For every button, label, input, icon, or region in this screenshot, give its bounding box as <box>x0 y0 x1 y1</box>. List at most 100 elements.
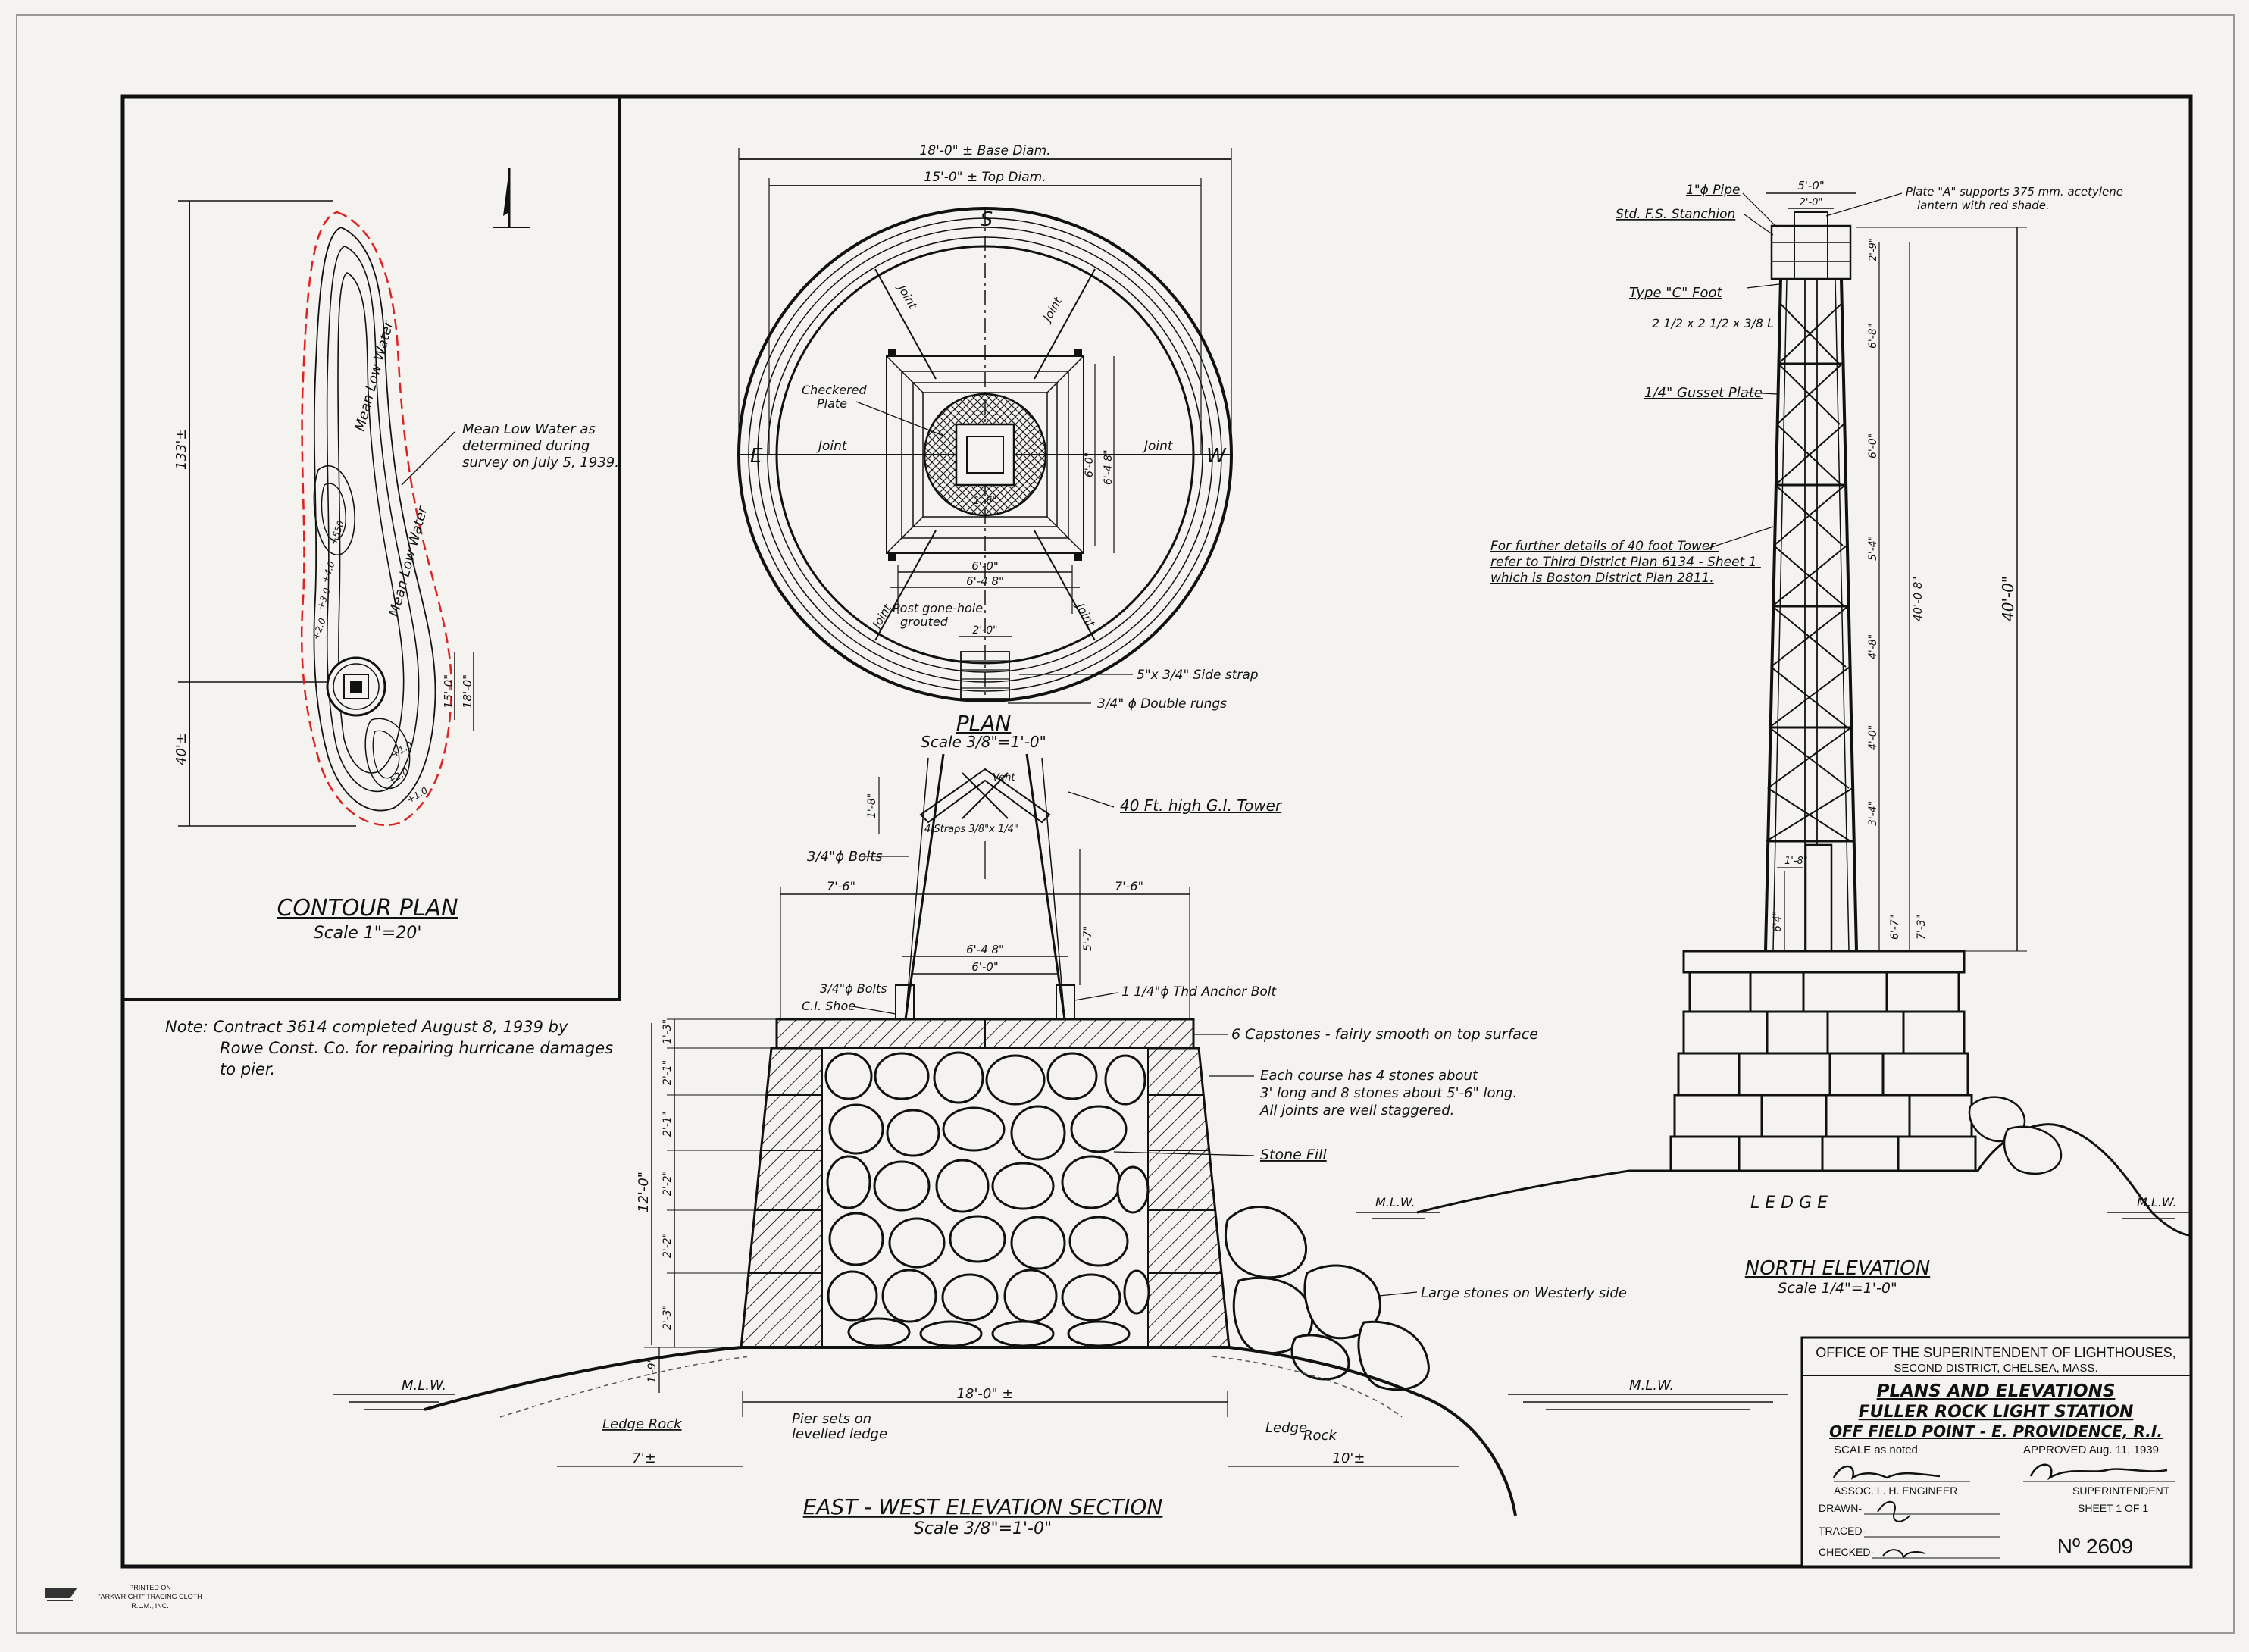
elev-dim-60: 6'-0" <box>971 960 999 974</box>
printer-line-3: R.L.M., INC. <box>131 1602 169 1610</box>
initials-checked <box>1882 1549 1925 1560</box>
scale-field: SCALE as noted <box>1834 1444 1918 1456</box>
assoc-engineer-label: ASSOC. L. H. ENGINEER <box>1834 1485 1957 1497</box>
elev-dim-12: 12'-0" <box>636 1172 652 1212</box>
water-line-right <box>1508 1394 1788 1410</box>
plan-top-diam: 15'-0" ± Top Diam. <box>924 170 1046 185</box>
dim-40: 40'± <box>174 733 189 765</box>
elev-dim: 1'-8" <box>866 793 878 818</box>
straps-label: 4 Straps 3/8"x 1/4" <box>924 824 1018 835</box>
elev-dim-76: 7'-6" <box>827 879 855 893</box>
outer-border <box>16 14 2235 1634</box>
elevation-title: EAST - WEST ELEVATION SECTION <box>803 1494 1163 1519</box>
north-dim: 2'-0" <box>1800 197 1823 208</box>
course-note: Each course has 4 stones about 3' long a… <box>1259 1068 1522 1119</box>
checked-label: CHECKED- <box>1819 1546 1874 1558</box>
north-dim-seg: 6'4" <box>1772 911 1784 932</box>
elev-dim-course: 2'-1" <box>662 1060 674 1085</box>
ledge-rock <box>424 1346 1517 1516</box>
stone-fill-stones <box>824 1051 1150 1347</box>
elev-dim-course: 2'-3" <box>662 1305 674 1330</box>
elev-dim-648: 6'-4 8" <box>966 943 1004 956</box>
superintendent-label: SUPERINTENDENT <box>2072 1485 2170 1497</box>
large-stones <box>1224 1206 1430 1391</box>
stanchion-label: Std. F.S. Stanchion <box>1616 207 1735 222</box>
north-arrow-icon <box>493 168 530 228</box>
bolts-label: 3/4"ɸ Bolts <box>807 849 883 865</box>
north-masonry-pier <box>1669 950 1977 1172</box>
pier-sets-label: Pier sets on levelled ledge <box>792 1411 887 1442</box>
traced-label: TRACED- <box>1819 1525 1866 1537</box>
title-block: OFFICE OF THE SUPERINTENDENT OF LIGHTHOU… <box>1800 1336 2192 1568</box>
east-west-elevation: Vent 4 Straps 3/8"x 1/4" 1'-8" 5'-7" 40 … <box>333 753 1788 1538</box>
north-ledge-label: L E D G E <box>1750 1194 1828 1212</box>
title-line-3: OFF FIELD POINT - E. PROVIDENCE, R.I. <box>1829 1422 2163 1441</box>
elevation-scale: Scale 3/8"=1'-0" <box>914 1519 1052 1538</box>
vent-label: Vent <box>993 772 1015 784</box>
elev-dim-base: 18'-0" ± <box>957 1386 1014 1402</box>
plan-dim-6: 6'-0" <box>971 559 999 573</box>
north-mlw-left: M.L.W. <box>1375 1195 1415 1209</box>
north-dim-seg: 7'-3" <box>1916 915 1928 940</box>
contour-plan-frame <box>121 95 621 1001</box>
gusset-plate-label: 1/4" Gusset Plate <box>1644 385 1763 401</box>
north-dim-seg: 2'-9" <box>1868 238 1879 261</box>
foot-size-label: 2 1/2 x 2 1/2 x 3/8 L <box>1652 316 1774 330</box>
drawing-number: Nº 2609 <box>2057 1535 2134 1558</box>
plan-dim-648: 6'-4 8" <box>966 574 1004 588</box>
plan-scale: Scale 3/8"=1'-0" <box>921 733 1046 751</box>
compass-s: S <box>981 208 993 231</box>
type-c-foot-label: Type "C" Foot <box>1629 285 1723 301</box>
dim-133: 133'± <box>174 429 189 470</box>
further-details-note: For further details of 40 foot Tower ref… <box>1490 539 1761 586</box>
dim-15: 15'-0" <box>442 674 455 709</box>
elev-dim-right: 10'± <box>1333 1450 1365 1466</box>
title-line-1: PLANS AND ELEVATIONS <box>1877 1381 2116 1401</box>
ledge-rock-label-right: Ledge Rock <box>1265 1420 1337 1444</box>
north-elevation-title: NORTH ELEVATION <box>1745 1257 1930 1280</box>
north-dim: 1'-8" <box>1784 856 1808 867</box>
signature-engineer <box>1832 1465 1941 1480</box>
tower-label: 40 Ft. high G.I. Tower <box>1120 796 1283 815</box>
north-dim-seg: 6'-7" <box>1889 915 1901 940</box>
plate-a-label: Plate "A" supports 375 mm. acetylene lan… <box>1906 185 2127 212</box>
north-mlw-right: M.L.W. <box>2137 1195 2177 1209</box>
north-dim-seg: 5'-4" <box>1867 536 1879 561</box>
checkered-plate-label: Checkered Plate <box>802 383 871 411</box>
anchor-bolt-label: 1 1/4"ɸ Thd Anchor Bolt <box>1121 984 1277 1000</box>
initials-drawn <box>1877 1500 1910 1522</box>
ledge-rock-label: Ledge Rock <box>602 1416 683 1432</box>
large-stones-label: Large stones on Westerly side <box>1421 1285 1627 1301</box>
mlw-label-left: M.L.W. <box>402 1378 446 1394</box>
north-dim-40: 40'-0" <box>1999 576 2017 621</box>
plan-dim-v648: 6'-4 8" <box>1103 449 1115 485</box>
mlw-label-right: M.L.W. <box>1629 1378 1674 1394</box>
plan-dim-2: 2'-0" <box>972 624 997 637</box>
pipe-label: 1"ɸ Pipe <box>1686 183 1740 198</box>
plan-title: PLAN <box>956 711 1012 736</box>
north-elevation-scale: Scale 1/4"=1'-0" <box>1778 1280 1897 1297</box>
north-dim-seg: 4'-0" <box>1867 725 1879 750</box>
contract-note: Note: Contract 3614 completed August 8, … <box>165 1018 618 1078</box>
north-elevation: 5'-0" 2'-0" Plate "A" supports 375 mm. a… <box>1356 179 2191 1297</box>
elev-dim-course: 1'-3" <box>662 1019 674 1044</box>
elev-dim-course: 1'-9" <box>646 1358 658 1383</box>
shoe-label: 3/4"ɸ Bolts C.I. Shoe <box>802 981 891 1013</box>
title-line-2: FULLER ROCK LIGHT STATION <box>1859 1403 2134 1422</box>
elev-dim-course: 2'-2" <box>662 1171 674 1196</box>
printer-mark: PRINTED ON "ARKWRIGHT" TRACING CLOTH R.L… <box>45 1584 202 1610</box>
elev-dim-course: 2'-2" <box>662 1233 674 1258</box>
north-dim-4008: 40'-0 8" <box>1911 577 1925 621</box>
water-line-left <box>333 1394 455 1410</box>
joint-label: Joint <box>1142 439 1174 454</box>
contour-plan-title: CONTOUR PLAN <box>277 895 458 921</box>
elev-dim: 5'-7" <box>1082 926 1094 951</box>
north-dim-seg: 6'-0" <box>1867 433 1879 458</box>
north-dim-seg: 3'-4" <box>1867 801 1879 826</box>
elev-dim-course: 2'-1" <box>662 1112 674 1137</box>
north-dim-seg: 4'-8" <box>1867 634 1879 659</box>
tower-bracing <box>1766 302 1853 842</box>
compass-e: E <box>750 445 763 468</box>
elev-dim-76: 7'-6" <box>1115 879 1143 893</box>
